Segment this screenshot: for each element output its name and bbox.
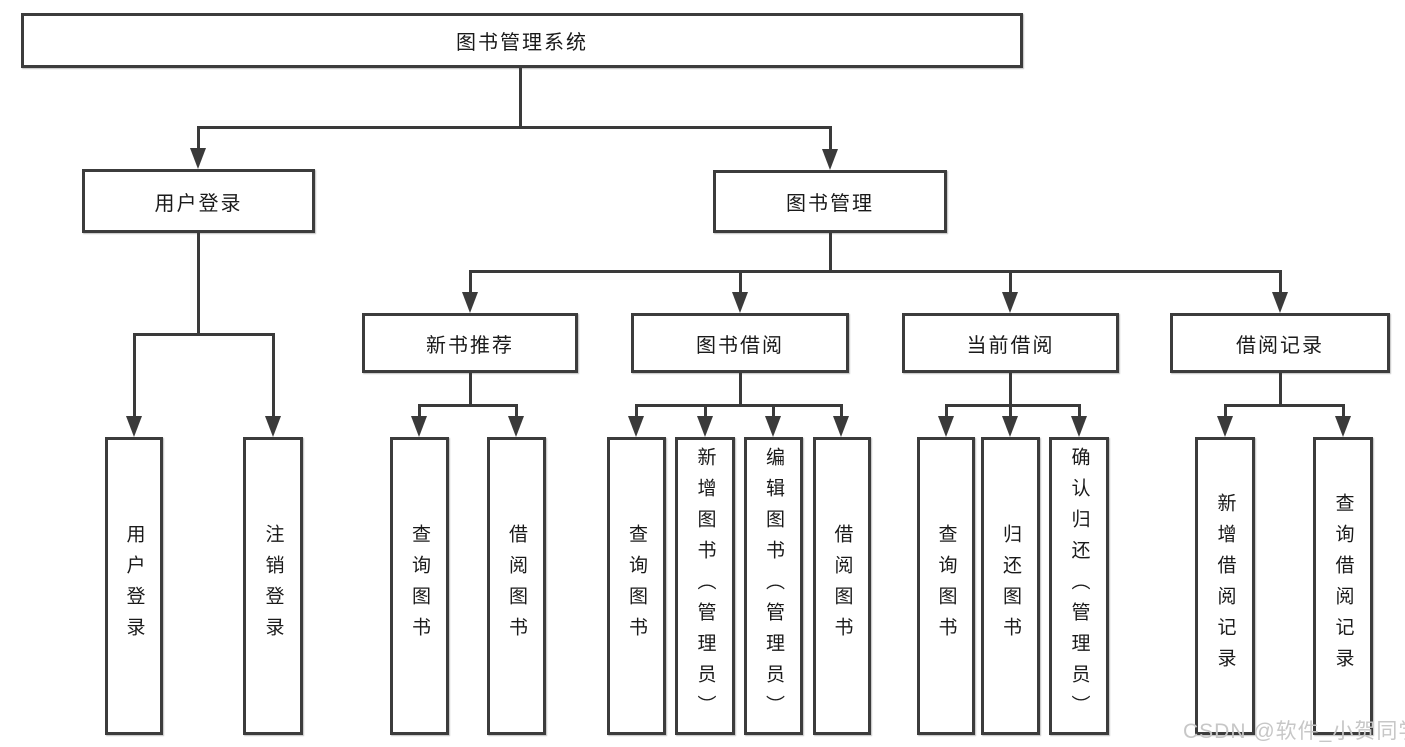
connector-stem <box>1009 373 1012 406</box>
leaf-logout: 注销登录 <box>243 437 303 735</box>
leaf-label: 新增借阅记录 <box>1214 493 1236 679</box>
node-user-login: 用户登录 <box>82 169 315 233</box>
arrow-down-icon <box>508 416 524 437</box>
connector-root-stem <box>519 68 522 128</box>
connector-stem <box>1279 373 1282 406</box>
connector-branch <box>635 404 843 407</box>
arrow-down-icon <box>462 292 478 313</box>
connector-drop-line <box>840 404 843 418</box>
connector-root-branch <box>197 126 832 129</box>
node-book-borrowing: 图书借阅 <box>631 313 849 373</box>
arrow-down-icon <box>822 149 838 170</box>
leaf-label: 注销登录 <box>262 524 284 648</box>
leaf-label: 查询图书 <box>935 524 957 648</box>
leaf-label: 查询借阅记录 <box>1332 493 1354 679</box>
connector-mgmt-stem <box>829 233 832 273</box>
arrow-down-icon <box>126 416 142 437</box>
connector-drop-line <box>704 404 707 418</box>
arrow-down-icon <box>628 416 644 437</box>
node-borrowing-records: 借阅记录 <box>1170 313 1390 373</box>
connector-drop-line <box>272 333 275 418</box>
node-book-management: 图书管理 <box>713 170 947 233</box>
arrow-down-icon <box>1217 416 1233 437</box>
connector-mgmt-branch <box>469 270 1282 273</box>
connector-drop-line <box>1279 270 1282 294</box>
leaf-label: 查询图书 <box>409 524 430 648</box>
leaf-label: 用户登录 <box>123 524 145 648</box>
arrow-down-icon <box>1002 416 1018 437</box>
leaf-edit-books-admin: 编辑图书（管理员） <box>744 437 803 735</box>
leaf-add-books-admin: 新增图书（管理员） <box>675 437 735 735</box>
connector-login-stem <box>197 233 200 336</box>
connector-branch <box>418 404 518 407</box>
connector-drop-line <box>515 404 518 418</box>
leaf-label: 归还图书 <box>1000 524 1021 648</box>
connector-drop-line <box>829 126 832 151</box>
arrow-down-icon <box>265 416 281 437</box>
leaf-confirm-return-admin: 确认归还（管理员） <box>1049 437 1109 735</box>
connector-drop-line <box>1009 270 1012 294</box>
connector-drop-line <box>1009 404 1012 418</box>
connector-drop-line <box>469 270 472 294</box>
arrow-down-icon <box>732 292 748 313</box>
arrow-down-icon <box>833 416 849 437</box>
node-library-system: 图书管理系统 <box>21 13 1023 68</box>
leaf-borrow-books-recommend: 借阅图书 <box>487 437 546 735</box>
connector-drop-line <box>1342 404 1345 418</box>
connector-login-branch <box>133 333 275 336</box>
connector-drop-line <box>1078 404 1081 418</box>
leaf-query-books-borrowing: 查询图书 <box>607 437 666 735</box>
arrow-down-icon <box>1071 416 1087 437</box>
connector-branch <box>945 404 1081 407</box>
arrow-down-icon <box>190 148 206 169</box>
leaf-user-login: 用户登录 <box>105 437 163 735</box>
arrow-down-icon <box>765 416 781 437</box>
connector-drop-line <box>739 270 742 294</box>
arrow-down-icon <box>1335 416 1351 437</box>
node-new-book-recommend: 新书推荐 <box>362 313 578 373</box>
csdn-watermark: CSDN @软件_小贺同学 <box>1183 720 1405 743</box>
leaf-query-books-recommend: 查询图书 <box>390 437 449 735</box>
connector-drop-line <box>418 404 421 418</box>
node-current-borrowing: 当前借阅 <box>902 313 1119 373</box>
leaf-label: 新增图书（管理员） <box>694 446 716 726</box>
connector-drop-line <box>1224 404 1227 418</box>
arrow-down-icon <box>1002 292 1018 313</box>
connector-drop-line <box>133 333 136 418</box>
connector-stem <box>469 373 472 406</box>
arrow-down-icon <box>1272 292 1288 313</box>
leaf-borrow-books: 借阅图书 <box>813 437 871 735</box>
leaf-add-borrow-record: 新增借阅记录 <box>1195 437 1255 735</box>
connector-branch <box>1224 404 1345 407</box>
arrow-down-icon <box>411 416 427 437</box>
connector-stem <box>739 373 742 406</box>
connector-drop-line <box>635 404 638 418</box>
arrow-down-icon <box>938 416 954 437</box>
leaf-label: 编辑图书（管理员） <box>763 446 784 726</box>
leaf-return-books: 归还图书 <box>981 437 1040 735</box>
connector-drop-line <box>197 126 200 150</box>
connector-drop-line <box>945 404 948 418</box>
leaf-label: 借阅图书 <box>831 524 853 648</box>
arrow-down-icon <box>697 416 713 437</box>
leaf-label: 查询图书 <box>626 524 647 648</box>
leaf-label: 确认归还（管理员） <box>1068 446 1090 726</box>
leaf-label: 借阅图书 <box>506 524 527 648</box>
leaf-query-books-current: 查询图书 <box>917 437 975 735</box>
leaf-query-borrow-record: 查询借阅记录 <box>1313 437 1373 735</box>
connector-drop-line <box>772 404 775 418</box>
